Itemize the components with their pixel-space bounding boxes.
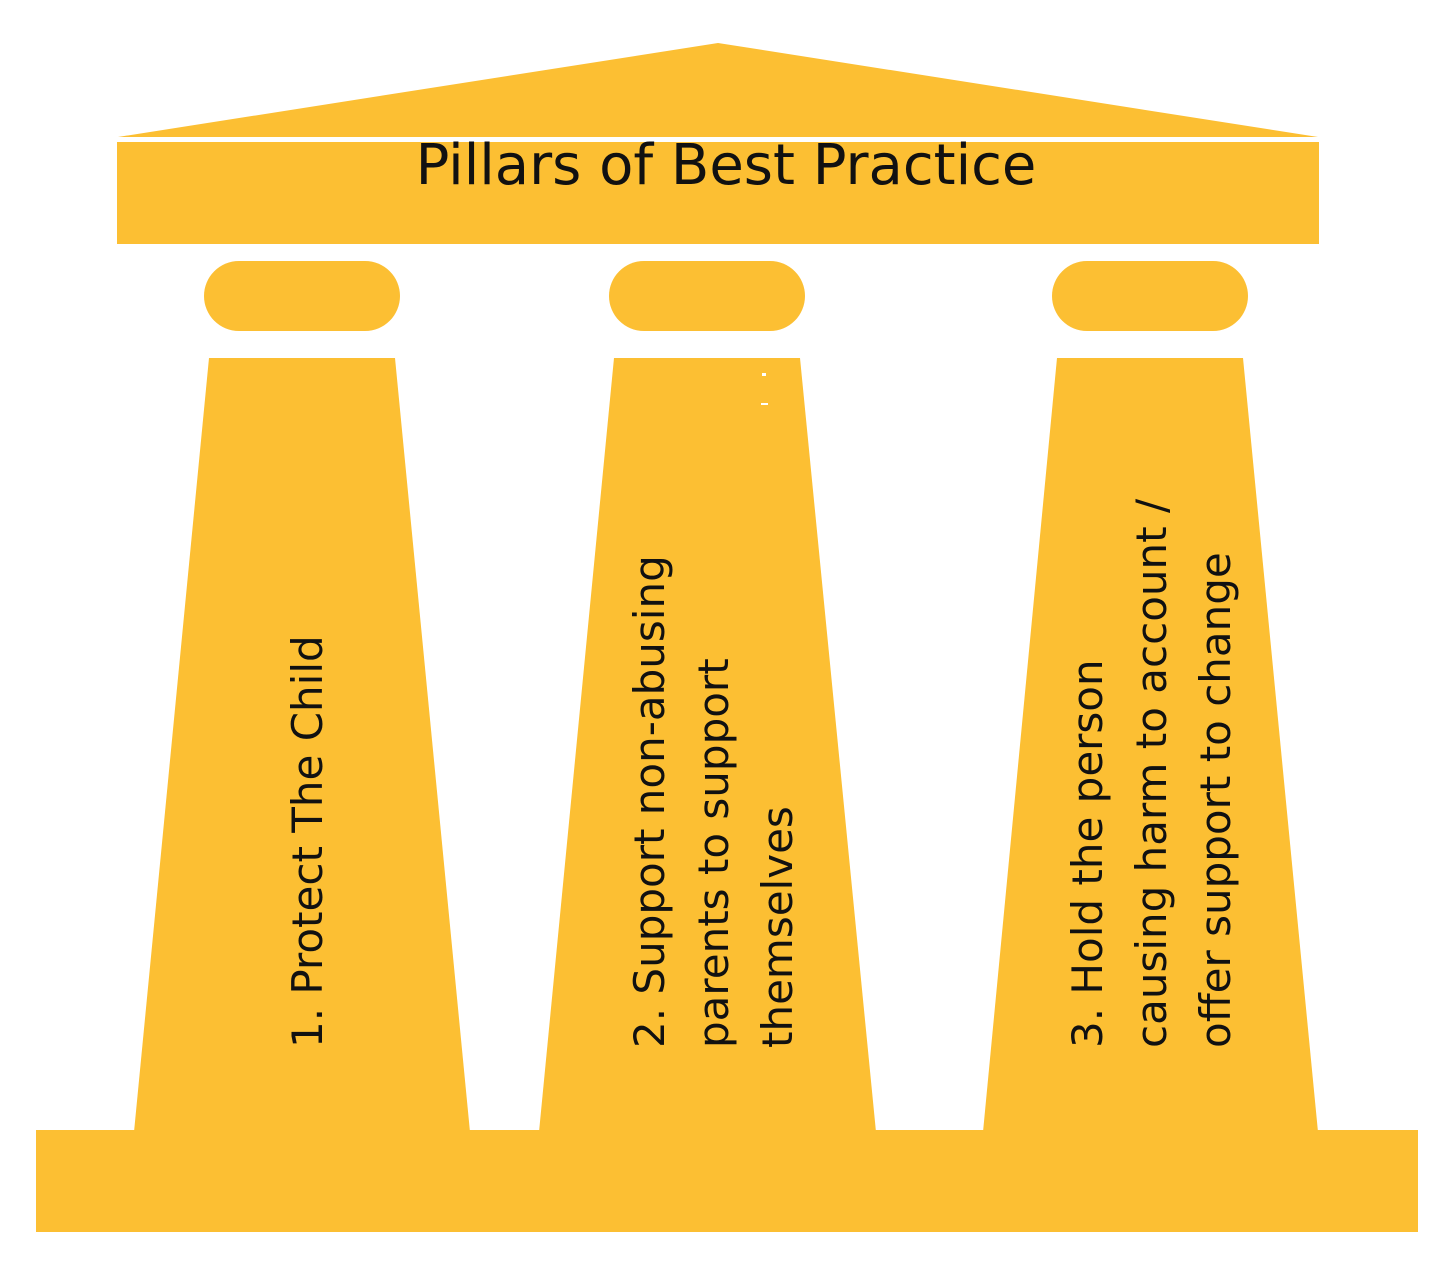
- pillar-1-shaft: [134, 358, 470, 1132]
- pillar-3-shaft: [983, 358, 1318, 1132]
- pillar-3-line-2: causing harm to account /: [1127, 498, 1176, 1048]
- pillar-3-line-3: offer support to change: [1191, 552, 1240, 1048]
- pillar-2-capital: [609, 261, 805, 331]
- svg-text:1. Protect The Child: 1. Protect The Child: [283, 635, 332, 1048]
- svg-text:3. Hold the person caus: 3. Hold the person causing harm to accou…: [1063, 486, 1240, 1048]
- pillar-2-mark-1: [762, 373, 766, 376]
- roof-pediment: [118, 43, 1318, 137]
- pillar-2-label: 2. Support non-abusing parents to suppor…: [625, 542, 802, 1048]
- svg-text:2. Support non-abusing p: 2. Support non-abusing parents to suppor…: [625, 542, 802, 1048]
- pillar-2-shaft: [539, 358, 876, 1132]
- pillar-1-line-1: 1. Protect The Child: [283, 635, 332, 1048]
- pillar-3-label: 3. Hold the person causing harm to accou…: [1063, 486, 1240, 1048]
- pillar-1-label: 1. Protect The Child: [283, 635, 332, 1048]
- pillar-2-line-2: parents to support: [689, 658, 738, 1048]
- pillar-1-capital: [204, 261, 400, 331]
- diagram-title: Pillars of Best Practice: [416, 133, 1037, 198]
- pillar-2-line-3: themselves: [753, 806, 802, 1048]
- pillar-2-line-1: 2. Support non-abusing: [625, 555, 674, 1048]
- roof-beam: [117, 142, 1319, 244]
- pillar-3-capital: [1052, 261, 1248, 331]
- temple-base: [36, 1130, 1418, 1232]
- pillar-2-mark-2: [761, 403, 768, 405]
- pillar-3-line-1: 3. Hold the person: [1063, 659, 1112, 1048]
